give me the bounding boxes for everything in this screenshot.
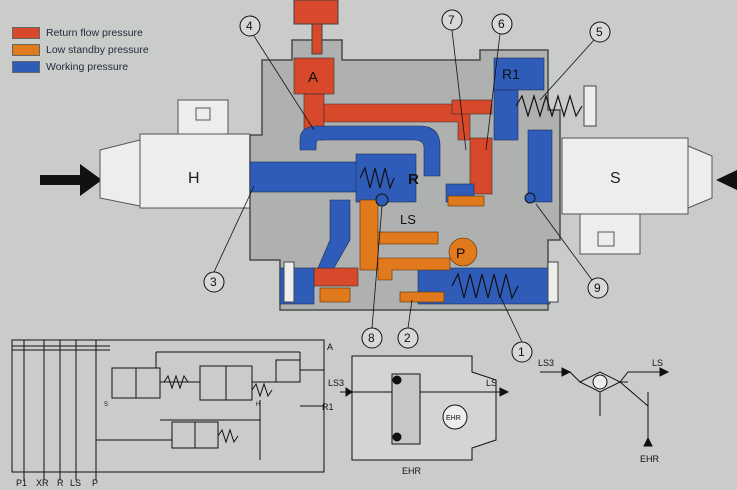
legend: Return flow pressure Low standby pressur…	[12, 24, 149, 75]
symbol-ehr: EHR	[640, 454, 660, 464]
legend-swatch-return	[12, 26, 40, 39]
symbol-ls: LS	[652, 358, 663, 368]
schematic-label-p: P	[92, 478, 98, 488]
callout-4: 4	[246, 19, 253, 33]
legend-label-standby: Low standby pressure	[46, 43, 149, 56]
check-ball-right	[524, 192, 536, 204]
schematic-port-a: A	[327, 342, 333, 352]
legend-label-working: Working pressure	[46, 60, 129, 73]
working-pressure-passages	[249, 57, 553, 305]
schematic-port-r1: R1	[322, 402, 334, 412]
schematic-labels: P1 XR R LS P A R1 S H	[16, 342, 334, 488]
callout-8: 8	[368, 331, 375, 345]
callout-3: 3	[210, 275, 217, 289]
actuator-s: S	[561, 137, 713, 255]
valve-detail-ls3: LS3	[328, 378, 344, 388]
callout-5: 5	[596, 25, 603, 39]
callout-2: 2	[404, 331, 411, 345]
port-ls-label: LS	[400, 212, 416, 227]
left-end-cap	[283, 261, 295, 303]
callout-leaders	[213, 29, 595, 343]
actuator-h-label: H	[188, 170, 200, 187]
symbol-ls3: LS3	[538, 358, 554, 368]
port-r-label: R	[408, 171, 419, 188]
right-input-arrow	[716, 170, 737, 190]
callouts: 1 2 3 4 5 6 7 8 9	[203, 9, 611, 363]
shuttle-symbol-labels: LS3 LS EHR	[538, 358, 663, 464]
springs	[359, 93, 583, 300]
valve-detail-ls: LS	[486, 378, 497, 388]
schematic-label-xr: XR	[36, 478, 49, 488]
check-ball-left	[375, 193, 389, 207]
valve-detail-labels: LS3 LS EHR EHR	[328, 378, 497, 476]
legend-label-return: Return flow pressure	[46, 26, 143, 39]
legend-swatch-working	[12, 60, 40, 73]
legend-item-return: Return flow pressure	[12, 24, 149, 41]
standby-pressure-passages	[319, 195, 485, 303]
actuator-h: H	[99, 99, 251, 209]
right-end-cap	[547, 261, 559, 303]
schematic-label-r: R	[57, 478, 64, 488]
schematic-label-p1: P1	[16, 478, 27, 488]
callout-9: 9	[594, 281, 601, 295]
valve-detail-ehr: EHR	[446, 415, 461, 422]
legend-swatch-standby	[12, 43, 40, 56]
valve-detail-caption: EHR	[402, 466, 422, 476]
schematic-mark-h: H	[256, 402, 260, 408]
port-a-label: A	[308, 69, 318, 86]
port-p-label: P	[456, 245, 465, 261]
callout-1: 1	[518, 345, 525, 359]
return-flow-passages	[293, 57, 493, 287]
shuttle-symbol	[540, 367, 670, 447]
hydraulic-schematic	[11, 339, 325, 480]
port-r1-label: R1	[502, 66, 520, 82]
callout-7: 7	[448, 13, 455, 27]
spring-cap	[583, 85, 597, 127]
schematic-label-ls: LS	[70, 478, 81, 488]
valve-detail	[340, 355, 510, 461]
legend-item-standby: Low standby pressure	[12, 41, 149, 58]
legend-item-working: Working pressure	[12, 58, 149, 75]
top-inlet	[293, 0, 339, 25]
schematic-mark-s: S	[104, 402, 108, 408]
callout-6: 6	[498, 17, 505, 31]
actuator-s-label: S	[610, 170, 621, 187]
left-input-arrow	[40, 164, 102, 196]
